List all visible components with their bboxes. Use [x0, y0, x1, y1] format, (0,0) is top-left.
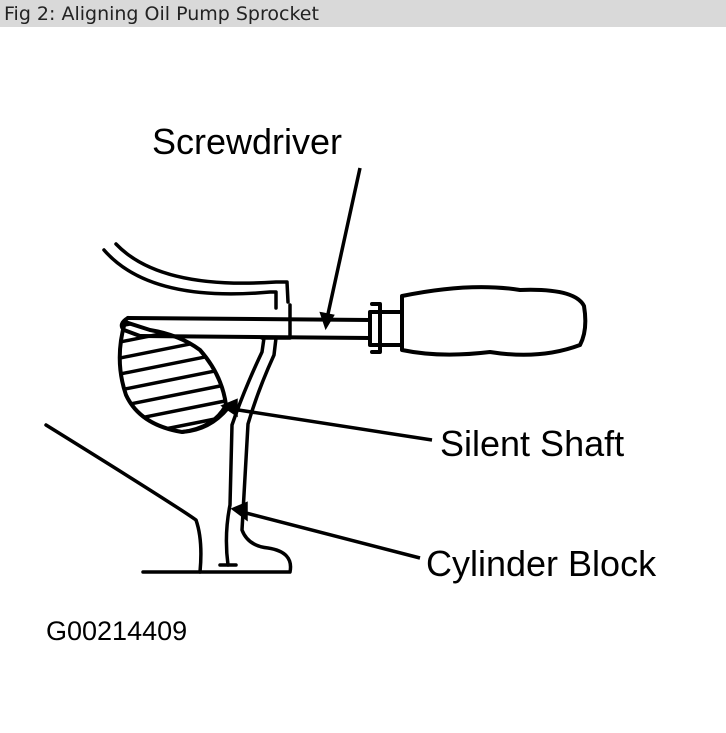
title-bar: Fig 2: Aligning Oil Pump Sprocket	[0, 0, 726, 27]
silent-shaft-leader	[231, 407, 433, 442]
figure-code: G00214409	[46, 616, 187, 646]
cylinder-block-leader	[241, 510, 421, 560]
upper-housing-outline	[102, 242, 290, 310]
screwdriver-tool	[119, 285, 588, 357]
oil-pump-sprocket-diagram: Screwdriver Silent Shaft Cylinder Block …	[44, 121, 657, 646]
cylinder-block-label: Cylinder Block	[426, 543, 657, 584]
screwdriver-leader	[326, 167, 362, 315]
silent-shaft-label: Silent Shaft	[440, 423, 624, 464]
leader-lines	[220, 167, 433, 560]
screwdriver-label: Screwdriver	[152, 121, 342, 162]
figure-title: Fig 2: Aligning Oil Pump Sprocket	[4, 3, 319, 25]
